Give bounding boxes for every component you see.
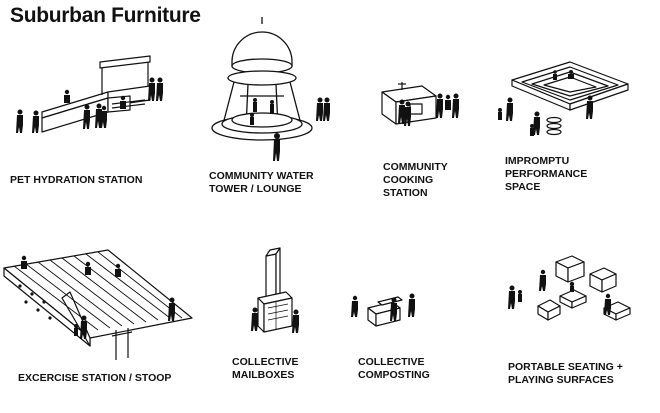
caption-impromptu-performance-space: IMPROMPTU PERFORMANCE SPACE: [505, 155, 588, 193]
caption-community-cooking-station: COMMUNITY COOKING STATION: [383, 161, 448, 199]
caption-portable-seating-playing-surfaces: PORTABLE SEATING + PLAYING SURFACES: [508, 361, 623, 386]
page-title: Suburban Furniture: [10, 4, 201, 27]
caption-exercise-station-stoop: EXCERCISE STATION / STOOP: [18, 372, 172, 384]
caption-pet-hydration-station: PET HYDRATION STATION: [10, 174, 143, 186]
caption-collective-mailboxes: COLLECTIVE MAILBOXES: [232, 356, 299, 381]
caption-collective-composting: COLLECTIVE COMPOSTING: [358, 356, 430, 381]
caption-community-water-tower: COMMUNITY WATER TOWER / LOUNGE: [209, 170, 314, 195]
